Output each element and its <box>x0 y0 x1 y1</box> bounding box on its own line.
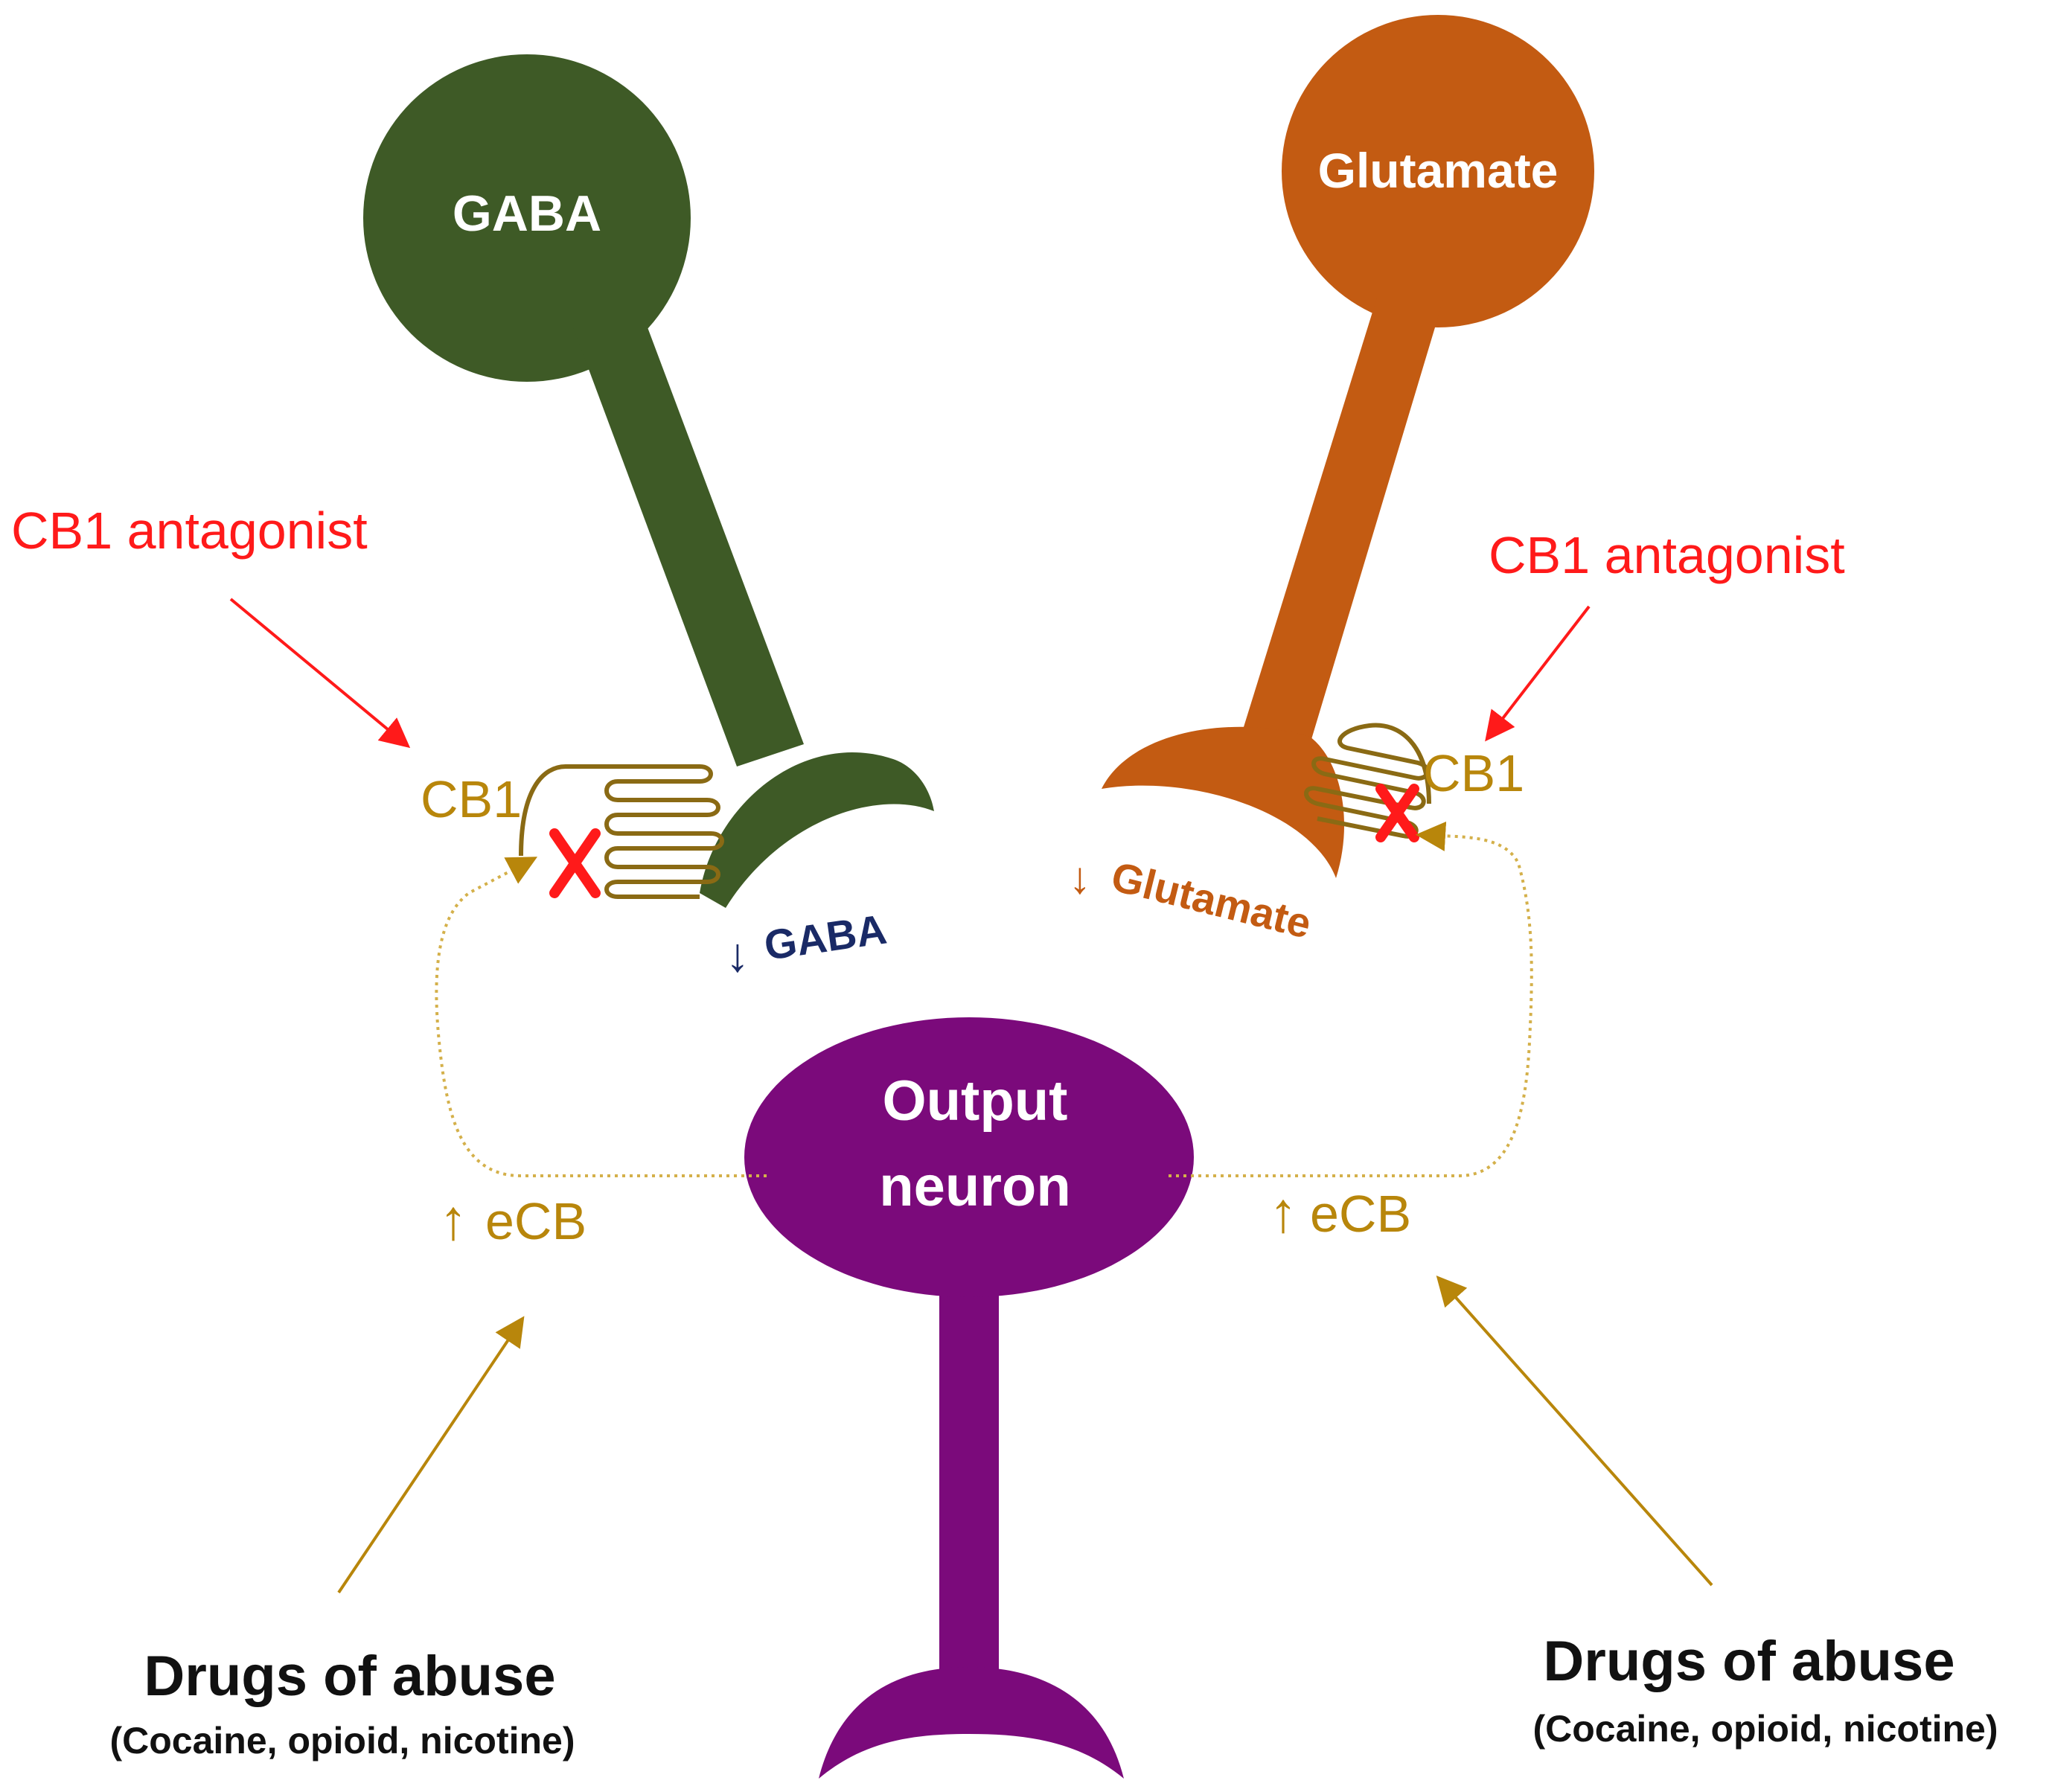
gaba-soma-label: GABA <box>453 185 601 242</box>
left-cb1-receptor <box>519 764 724 899</box>
right-ecb-label: eCB <box>1310 1185 1411 1243</box>
output-soma <box>744 1017 1194 1297</box>
left-release-arrow: ↓ <box>726 928 749 982</box>
x-mark-icon <box>549 828 601 898</box>
glutamate-axon <box>1243 298 1444 744</box>
left-release-label: GABA <box>761 906 889 969</box>
output-label-line1: Output <box>882 1069 1067 1133</box>
left-cb1-label: CB1 <box>421 770 522 828</box>
left-drugs-arrow <box>337 1316 525 1594</box>
gaba-soma <box>363 54 691 382</box>
right-drugs-list: (Cocaine, opioid, nicotine) <box>1533 1708 1998 1750</box>
output-neuron: Output neuron <box>744 1017 1194 1779</box>
right-cb1-antagonist-label: CB1 antagonist <box>1489 526 1845 584</box>
right-cb1-receptor <box>1304 723 1431 839</box>
right-antagonist-arrow <box>1485 605 1591 742</box>
left-ecb-label: eCB <box>485 1192 586 1250</box>
right-cb1-label: CB1 <box>1423 744 1524 802</box>
left-ecb-arrow: ↑ <box>439 1188 467 1252</box>
output-label-line2: neuron <box>879 1155 1071 1218</box>
right-release-label: Glutamate <box>1107 853 1316 947</box>
glutamate-soma-label: Glutamate <box>1318 143 1559 198</box>
glutamate-terminal <box>1102 726 1345 878</box>
right-ecb-arrow: ↑ <box>1269 1181 1297 1244</box>
gaba-terminal <box>700 752 934 908</box>
left-cb1-antagonist-label: CB1 antagonist <box>11 502 368 560</box>
left-drugs-list: (Cocaine, opioid, nicotine) <box>110 1720 575 1761</box>
left-block-x-mark <box>549 828 601 898</box>
output-axon <box>939 1250 999 1697</box>
output-terminal <box>819 1667 1124 1779</box>
right-drugs-arrow <box>1436 1276 1713 1587</box>
x-mark-icon <box>1375 784 1419 842</box>
left-drugs-title: Drugs of abuse <box>144 1645 555 1708</box>
gaba-axon <box>573 327 804 767</box>
glutamate-neuron: Glutamate <box>1102 15 1594 878</box>
cb1-receptor-icon <box>1304 723 1431 839</box>
left-antagonist-arrow <box>229 598 411 749</box>
left-ecb-retrograde-path <box>435 857 767 1177</box>
right-block-x-mark <box>1375 784 1419 842</box>
gaba-neuron: GABA <box>363 54 934 908</box>
right-release-arrow: ↓ <box>1069 853 1091 903</box>
cb1-receptor-icon <box>519 764 724 899</box>
glutamate-soma <box>1282 15 1594 327</box>
right-drugs-title: Drugs of abuse <box>1543 1630 1954 1693</box>
